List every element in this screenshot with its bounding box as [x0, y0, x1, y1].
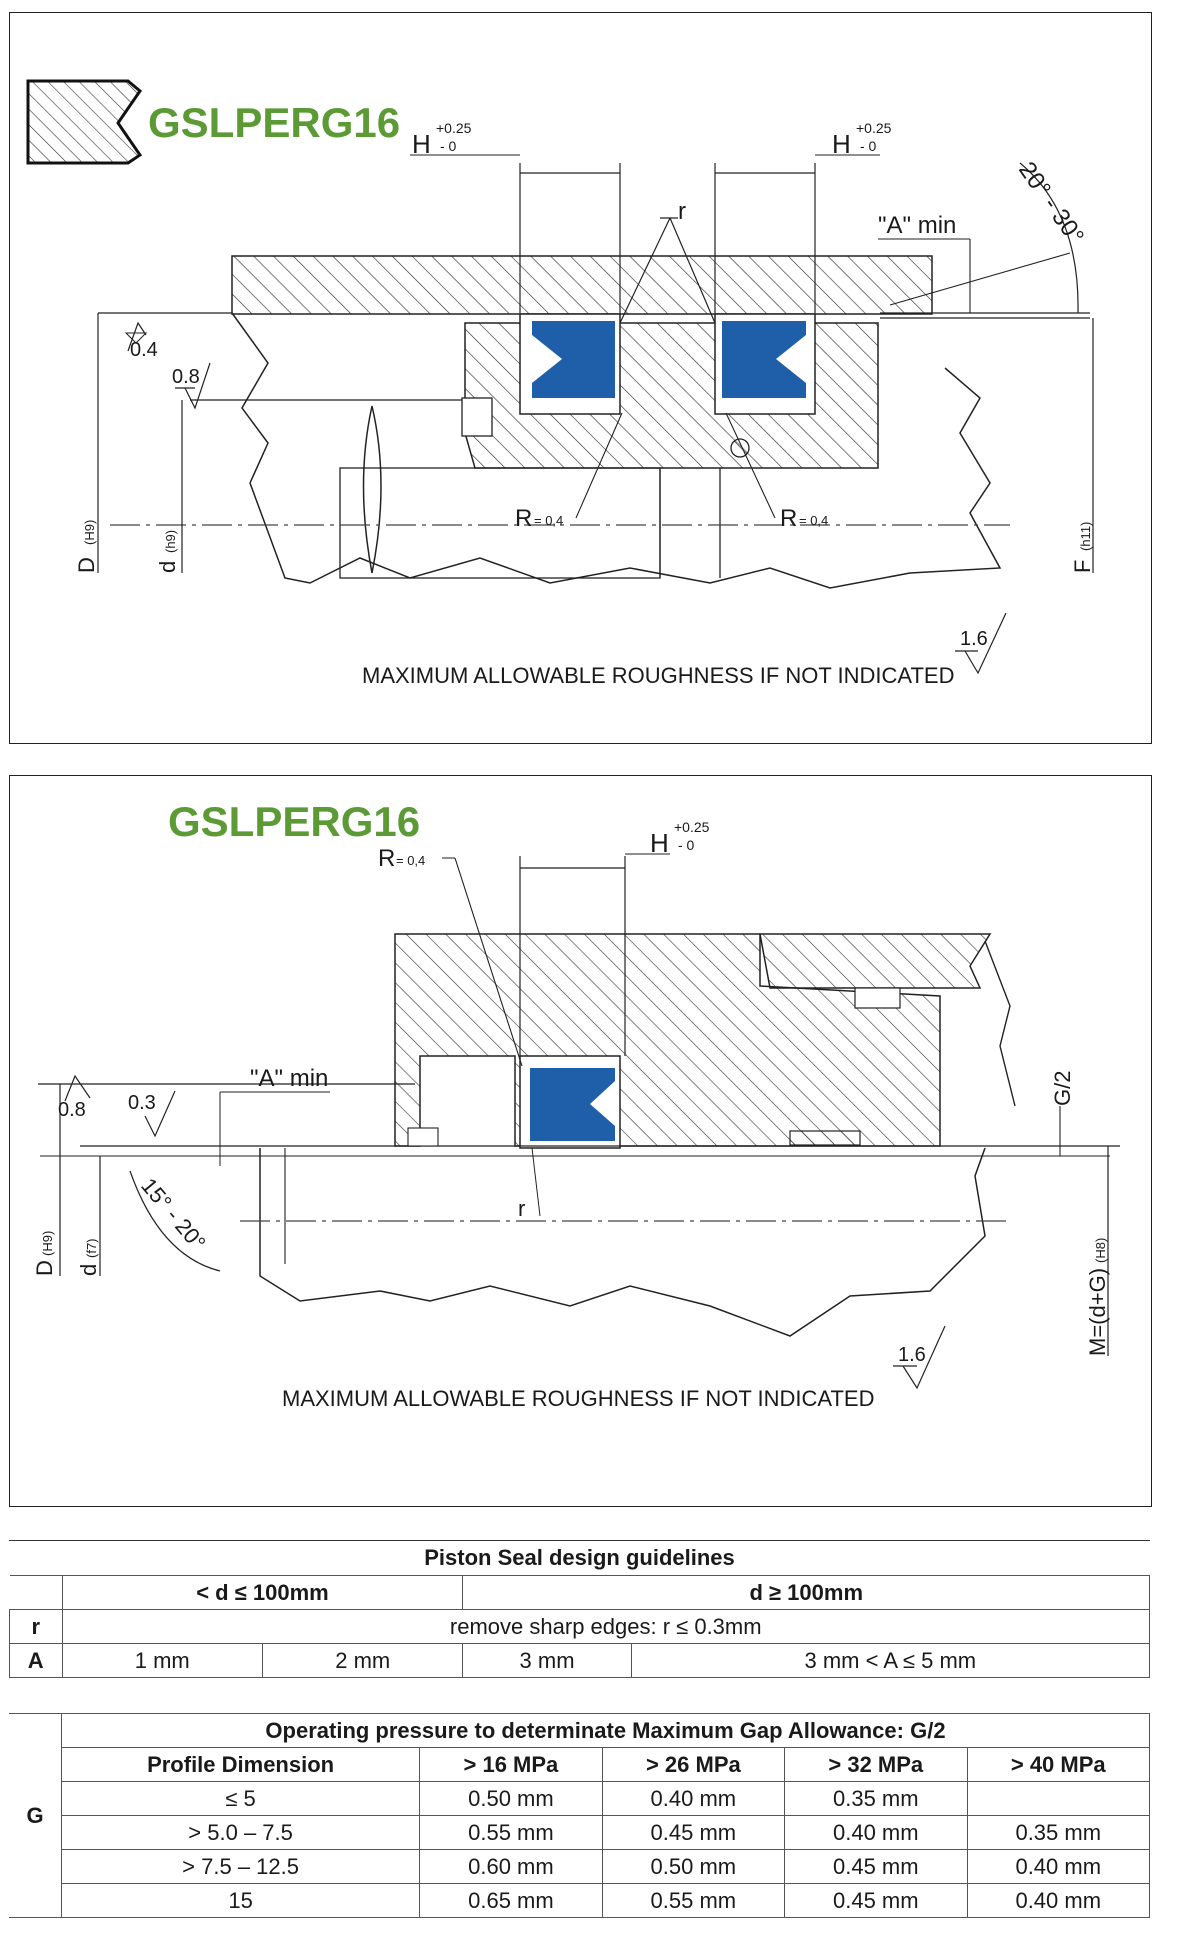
- h-left-tol-plus: +0.25: [436, 120, 472, 136]
- d-h9-label: D: [74, 557, 99, 573]
- a-min-label: "A" min: [878, 212, 956, 239]
- r04-right: R: [780, 505, 797, 532]
- m-label: M=(d+G): [1085, 1268, 1110, 1356]
- header-16mpa: > 16 MPa: [419, 1747, 603, 1782]
- h-right-tol-plus: +0.25: [856, 120, 892, 136]
- cell: 0.50 mm: [601, 1849, 786, 1884]
- cell: 0.50 mm: [419, 1781, 603, 1816]
- h-left-tol-minus: - 0: [440, 138, 457, 154]
- profile-icon: [26, 79, 143, 165]
- roughness-08: 0.8: [172, 366, 200, 388]
- d-rod-tol: (h9): [163, 530, 178, 553]
- piston-top: [759, 933, 992, 989]
- seal-right: [722, 321, 806, 398]
- a-value: 1 mm: [61, 1643, 263, 1678]
- r-value: remove sharp edges: r ≤ 0.3mm: [61, 1609, 1150, 1644]
- row-label-g: G: [9, 1713, 62, 1918]
- cell: 0.55 mm: [419, 1815, 603, 1850]
- cell: 0.45 mm: [784, 1883, 968, 1918]
- cell: [966, 1781, 1150, 1816]
- housing-top: [231, 255, 933, 315]
- roughness-08-2: 0.8: [58, 1099, 86, 1121]
- cell: > 5.0 – 7.5: [60, 1815, 421, 1850]
- drawing-1-svg: GSLPERG16 H +0.25 - 0 H +0.25 - 0 r "A" …: [26, 79, 1095, 688]
- cell: 0.45 mm: [784, 1849, 968, 1884]
- header-small-d: < d ≤ 100mm: [61, 1575, 464, 1610]
- piston-seal-guidelines-table: Piston Seal design guidelines < d ≤ 100m…: [9, 1540, 1151, 1678]
- header-26mpa: > 26 MPa: [601, 1747, 786, 1782]
- table-row: > 7.5 – 12.5 0.60 mm 0.50 mm 0.45 mm 0.4…: [9, 1849, 1150, 1884]
- cell: > 7.5 – 12.5: [60, 1849, 421, 1884]
- cell: 0.40 mm: [601, 1781, 786, 1816]
- cell: ≤ 5: [60, 1781, 421, 1816]
- drawing-rod-seal-groove: GSLPERG16 H +0.25 - 0 H +0.25 - 0 r "A" …: [9, 12, 1152, 744]
- r04-left: R: [515, 505, 532, 532]
- f-label: F: [1070, 560, 1095, 573]
- drawing-2-svg: GSLPERG16 H +0.25 - 0 R = 0,4 0.8 0.3 "A…: [32, 798, 1120, 1411]
- d-h9-tol-2: (H9): [40, 1231, 55, 1256]
- cell: 0.40 mm: [784, 1815, 968, 1850]
- seal: [530, 1068, 615, 1141]
- cell: 0.65 mm: [419, 1883, 603, 1918]
- h-label: H: [650, 828, 669, 858]
- r-label-2: r: [518, 1196, 525, 1221]
- a-value: 2 mm: [261, 1643, 464, 1678]
- cell: 0.55 mm: [601, 1883, 786, 1918]
- table-row: ≤ 5 0.50 mm 0.40 mm 0.35 mm: [9, 1781, 1150, 1816]
- h-tol-minus: - 0: [678, 837, 695, 853]
- roughness-note: MAXIMUM ALLOWABLE ROUGHNESS IF NOT INDIC…: [362, 663, 954, 688]
- brand-title-2: GSLPERG16: [168, 798, 420, 845]
- roughness-16-2: 1.6: [898, 1344, 926, 1366]
- a-value: 3 mm < A ≤ 5 mm: [630, 1643, 1151, 1678]
- row-label-r: r: [9, 1609, 63, 1644]
- roughness-03: 0.3: [128, 1092, 156, 1114]
- d-h9-label-2: D: [32, 1260, 57, 1276]
- cell: 15: [60, 1883, 421, 1918]
- d-rod-label: d: [155, 561, 180, 573]
- cell: 0.60 mm: [419, 1849, 603, 1884]
- angle-label: 20° - 30°: [1013, 157, 1089, 249]
- roughness-note-2: MAXIMUM ALLOWABLE ROUGHNESS IF NOT INDIC…: [282, 1386, 874, 1411]
- d-f7-tol: (f7): [84, 1239, 99, 1259]
- header-32mpa: > 32 MPa: [784, 1747, 968, 1782]
- r-label: r: [678, 198, 686, 225]
- h-tol-plus: +0.25: [674, 819, 710, 835]
- angle-label-2: 15° - 20°: [136, 1173, 210, 1255]
- f-tol: (h11): [1078, 522, 1093, 551]
- seal-left: [532, 321, 615, 398]
- a-value: 3 mm: [462, 1643, 632, 1678]
- table-row: 15 0.65 mm 0.55 mm 0.45 mm 0.40 mm: [9, 1883, 1150, 1918]
- cell: 0.35 mm: [966, 1815, 1150, 1850]
- gap-allowance-table: G Operating pressure to determinate Maxi…: [9, 1713, 1150, 1918]
- cell: 0.45 mm: [601, 1815, 786, 1850]
- m-tol: (H8): [1093, 1238, 1108, 1263]
- d-f7-label: d: [76, 1264, 101, 1276]
- h-right-label: H: [832, 129, 851, 159]
- header-large-d: d ≥ 100mm: [462, 1575, 1150, 1610]
- r04-left-val: = 0,4: [534, 513, 563, 528]
- roughness-16: 1.6: [960, 628, 988, 650]
- d-h9-tol: (H9): [82, 520, 97, 545]
- header-40mpa: > 40 MPa: [966, 1747, 1150, 1782]
- h-left-label: H: [412, 129, 431, 159]
- r04-label: R: [378, 845, 395, 872]
- h-right-tol-minus: - 0: [860, 138, 877, 154]
- r04-val: = 0,4: [396, 853, 425, 868]
- cell: 0.40 mm: [966, 1849, 1150, 1884]
- roughness-04: 0.4: [130, 339, 158, 361]
- a-min-label-2: "A" min: [250, 1065, 328, 1092]
- header-profile: Profile Dimension: [60, 1747, 421, 1782]
- cell: 0.35 mm: [784, 1781, 968, 1816]
- cell: 0.40 mm: [966, 1883, 1150, 1918]
- brand-title: GSLPERG16: [148, 99, 400, 146]
- table-row: > 5.0 – 7.5 0.55 mm 0.45 mm 0.40 mm 0.35…: [9, 1815, 1150, 1850]
- row-label-a: A: [9, 1643, 63, 1678]
- g2-label: G/2: [1050, 1071, 1075, 1106]
- pressure-title: Operating pressure to determinate Maximu…: [61, 1713, 1150, 1748]
- drawing-piston-seal-groove: GSLPERG16 H +0.25 - 0 R = 0,4 0.8 0.3 "A…: [9, 775, 1152, 1507]
- guidelines-title: Piston Seal design guidelines: [9, 1540, 1150, 1575]
- r04-right-val: = 0,4: [799, 513, 828, 528]
